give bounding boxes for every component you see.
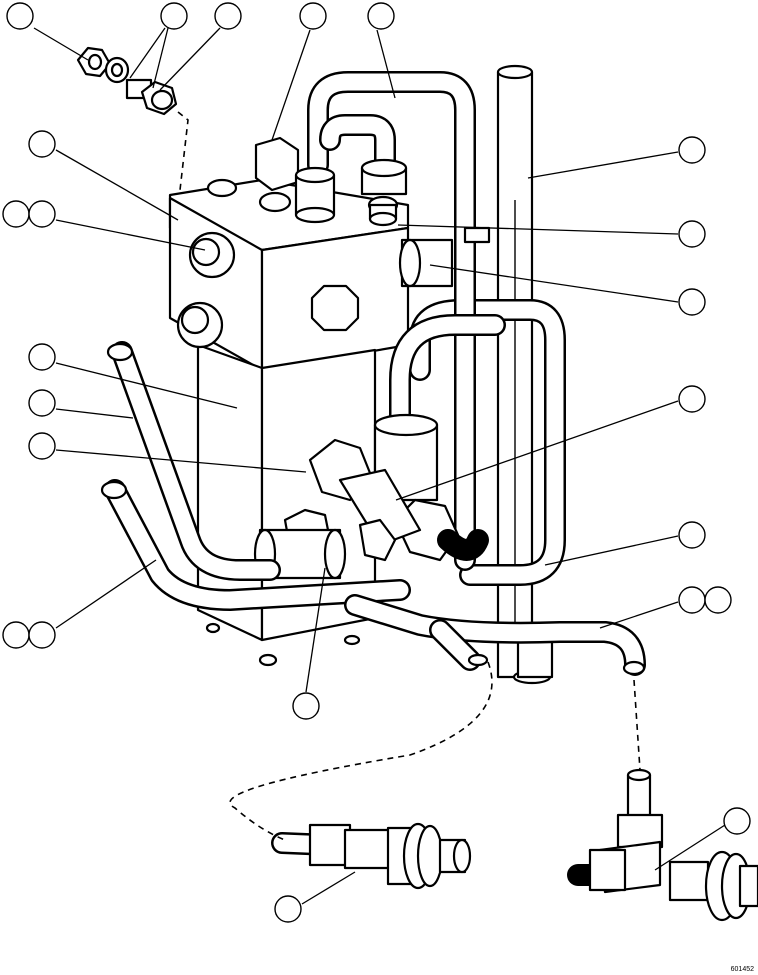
leader-line-4 <box>159 27 221 91</box>
leader-line-5 <box>271 29 311 141</box>
dashed-relation-lines <box>177 111 641 841</box>
leader-line-7 <box>55 149 179 221</box>
callout-circle-18 <box>678 521 706 549</box>
callout-circle-15 <box>678 220 706 248</box>
callout-circles <box>2 2 751 923</box>
leader-line-11 <box>55 449 307 473</box>
callout-circle-16 <box>678 288 706 316</box>
callout-circle-8 <box>28 200 56 228</box>
leader-line-15 <box>429 264 679 303</box>
leader-line-2 <box>129 27 166 79</box>
leader-line-14 <box>397 224 679 235</box>
leader-line-13 <box>527 151 679 179</box>
leader-line-1 <box>33 27 89 61</box>
leader-line-10 <box>55 408 134 419</box>
upper-curved-tube <box>389 314 506 441</box>
lower-tee-assembly <box>567 768 758 922</box>
exploded-hardware <box>76 46 178 116</box>
top-loop-tube <box>307 71 476 571</box>
callout-circle-3 <box>214 2 242 30</box>
callout-circle-12 <box>2 621 30 649</box>
leader-line-16 <box>395 400 679 501</box>
side-fitting <box>398 226 491 288</box>
callout-circle-6 <box>28 130 56 158</box>
callout-circle-13 <box>28 621 56 649</box>
leader-line-8 <box>55 219 206 251</box>
callout-circle-4 <box>299 2 327 30</box>
callout-circle-9 <box>28 343 56 371</box>
callout-circle-7 <box>2 200 30 228</box>
callout-circle-1 <box>6 2 34 30</box>
callout-circle-2 <box>160 2 188 30</box>
figure-id-label: 601452 <box>730 966 754 973</box>
leader-line-9 <box>55 362 238 409</box>
leader-line-12 <box>55 559 157 629</box>
callout-circle-10 <box>28 389 56 417</box>
callout-circle-20 <box>704 586 732 614</box>
leader-line-18 <box>599 601 679 629</box>
bottom-right-hose <box>344 594 646 676</box>
leader-line-17 <box>544 535 679 566</box>
leader-line-19 <box>305 567 326 693</box>
leader-line-6 <box>376 29 396 99</box>
callout-circle-17 <box>678 385 706 413</box>
callout-circle-19 <box>678 586 706 614</box>
leader-line-3 <box>152 27 169 89</box>
callout-circle-11 <box>28 432 56 460</box>
callout-circle-22 <box>274 895 302 923</box>
callout-circle-23 <box>723 807 751 835</box>
callout-circle-14 <box>678 136 706 164</box>
left-hoses <box>100 341 411 611</box>
vertical-tube <box>496 64 554 685</box>
callout-circle-5 <box>367 2 395 30</box>
callout-leaders <box>33 27 726 905</box>
quick-coupler <box>271 822 472 890</box>
top-fittings <box>254 136 408 224</box>
callout-circle-21 <box>292 692 320 720</box>
tee-fitting <box>308 413 489 562</box>
leader-line-21 <box>654 824 726 871</box>
leader-line-20 <box>301 871 356 905</box>
